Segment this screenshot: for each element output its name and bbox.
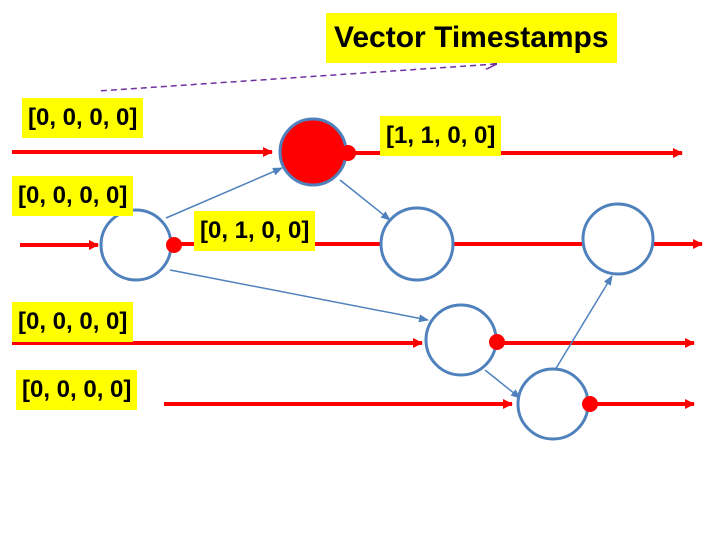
diagram-title: Vector Timestamps <box>326 13 617 63</box>
send-event-dot <box>166 237 182 253</box>
event-circle <box>581 202 655 276</box>
event-timestamp-receive: [1, 1, 0, 0] <box>380 116 502 156</box>
send-event-dot <box>489 334 505 350</box>
event-circle <box>379 206 455 282</box>
send-event-dot <box>582 396 598 412</box>
send-event-dot <box>340 145 356 161</box>
process-2-initial-timestamp: [0, 0, 0, 0] <box>12 176 134 216</box>
message-arrow <box>165 167 283 219</box>
event-circle-filled <box>278 117 348 187</box>
message-arrow <box>484 369 521 399</box>
process-1-initial-timestamp: [0, 0, 0, 0] <box>22 98 144 138</box>
event-timestamp-send: [0, 1, 0, 0] <box>194 211 316 251</box>
event-circle <box>99 208 173 282</box>
event-circle <box>516 367 590 441</box>
title-pointer-arrow <box>97 64 496 92</box>
message-arrow <box>554 275 613 371</box>
process-4-initial-timestamp: [0, 0, 0, 0] <box>16 370 138 410</box>
message-arrow <box>339 179 391 221</box>
message-arrow <box>169 269 429 323</box>
process-3-initial-timestamp: [0, 0, 0, 0] <box>12 302 134 342</box>
event-circle <box>424 303 498 377</box>
